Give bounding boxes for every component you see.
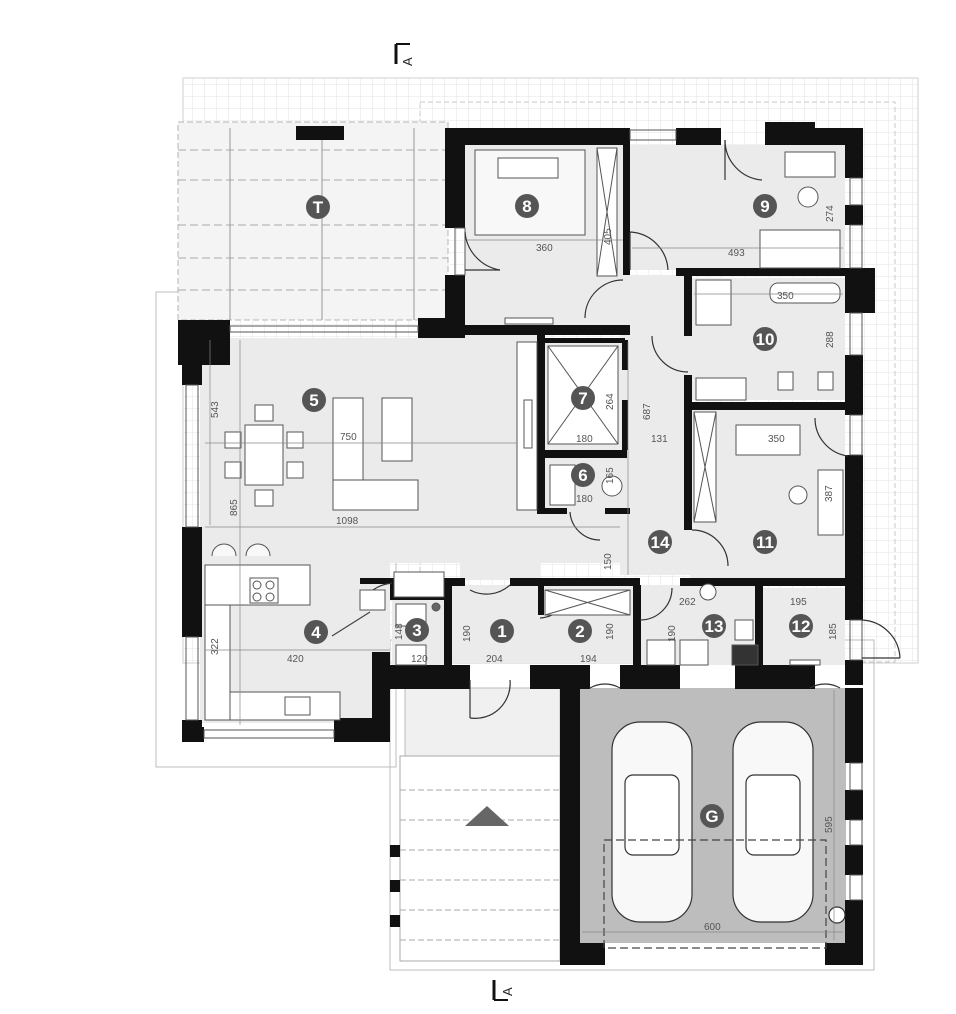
- bathtub-icon: [769, 282, 841, 304]
- svg-text:T: T: [313, 198, 324, 217]
- svg-text:A: A: [400, 57, 415, 66]
- room-label-6: 6: [571, 463, 595, 487]
- dimension-texts: 360 405 493 274 350 288 543 750 264 687 …: [210, 205, 839, 933]
- desk-icon: [817, 469, 844, 536]
- svg-text:3: 3: [412, 621, 421, 640]
- sink-icon: [784, 151, 836, 178]
- dim-262: 262: [679, 597, 696, 608]
- dryer-icon: [679, 639, 709, 666]
- section-marker-top: A: [394, 43, 415, 66]
- svg-text:1: 1: [497, 622, 506, 641]
- dim-204: 204: [486, 654, 503, 665]
- svg-text:14: 14: [651, 533, 670, 552]
- dining-table-icon: [244, 424, 284, 486]
- svg-text:4: 4: [311, 623, 321, 642]
- room-label-7: 7: [571, 386, 595, 410]
- dim-865: 865: [229, 499, 240, 516]
- washer-icon: [646, 639, 676, 666]
- dim-595: 595: [824, 816, 835, 833]
- dim-750: 750: [340, 432, 357, 443]
- dim-185: 185: [828, 623, 839, 640]
- svg-text:2: 2: [575, 622, 584, 641]
- dim-350-bath: 350: [777, 291, 794, 302]
- dim-350-sofa: 350: [768, 434, 785, 445]
- room-label-10: 10: [753, 327, 777, 351]
- svg-text:10: 10: [756, 330, 775, 349]
- room-label-9: 9: [753, 194, 777, 218]
- dim-288: 288: [825, 331, 836, 348]
- windows: [185, 129, 863, 901]
- sink-icon: [284, 696, 311, 716]
- svg-text:11: 11: [756, 533, 774, 552]
- svg-text:13: 13: [705, 617, 724, 636]
- dim-387: 387: [824, 485, 835, 502]
- dim-405: 405: [603, 228, 614, 245]
- svg-text:9: 9: [760, 197, 769, 216]
- dim-194: 194: [580, 654, 597, 665]
- bathtub-icon: [759, 229, 841, 269]
- dim-195: 195: [790, 597, 807, 608]
- room-labels: T 8 9 10 5 7 6 14 11 4 3 1 2 13 12 G: [302, 194, 813, 828]
- dim-180-a: 180: [576, 434, 593, 445]
- dim-493: 493: [728, 248, 745, 259]
- stool-icon: [211, 543, 237, 557]
- svg-text:G: G: [705, 807, 718, 826]
- svg-text:7: 7: [578, 389, 587, 408]
- dim-264: 264: [605, 393, 616, 410]
- room-label-14: 14: [648, 530, 672, 554]
- stair-direction-arrow-icon: [465, 806, 509, 826]
- dim-687: 687: [642, 403, 653, 420]
- furniture: [204, 147, 844, 721]
- dim-120: 120: [411, 654, 428, 665]
- svg-text:5: 5: [309, 391, 318, 410]
- entrance-stairs: [390, 687, 561, 962]
- dim-131: 131: [651, 434, 668, 445]
- dim-180-b: 180: [576, 494, 593, 505]
- dim-274: 274: [825, 205, 836, 222]
- svg-text:6: 6: [578, 466, 587, 485]
- terrace: [177, 121, 449, 321]
- dim-360: 360: [536, 243, 553, 254]
- dim-190-a: 190: [462, 625, 473, 642]
- coffee-table-icon: [381, 397, 413, 462]
- room-label-G: G: [700, 804, 724, 828]
- stool-icon: [245, 543, 271, 557]
- dim-150: 150: [603, 553, 614, 570]
- room-label-11: 11: [753, 530, 777, 554]
- dim-165: 165: [605, 467, 616, 484]
- room-label-2: 2: [568, 619, 592, 643]
- room-label-5: 5: [302, 388, 326, 412]
- walls: [178, 122, 875, 965]
- svg-text:A: A: [500, 987, 515, 996]
- svg-text:8: 8: [522, 197, 531, 216]
- toilet-icon: [797, 186, 819, 208]
- dim-190-b: 190: [605, 623, 616, 640]
- room-label-3: 3: [405, 618, 429, 642]
- dim-600: 600: [704, 922, 721, 933]
- room-label-13: 13: [702, 614, 726, 638]
- section-marker-bottom: A: [492, 980, 515, 1001]
- room-label-12: 12: [789, 614, 813, 638]
- boiler-icon: [731, 644, 759, 666]
- room-label-4: 4: [304, 620, 328, 644]
- dim-543: 543: [210, 401, 221, 418]
- dim-420: 420: [287, 654, 304, 665]
- sofa-icon: [735, 424, 801, 456]
- room-label-T: T: [306, 195, 330, 219]
- svg-text:12: 12: [792, 617, 811, 636]
- garage-cars: [603, 721, 846, 949]
- dim-1098: 1098: [336, 516, 359, 527]
- dim-322: 322: [210, 638, 221, 655]
- dim-190-c: 190: [667, 625, 678, 642]
- dim-148: 148: [394, 623, 405, 640]
- room-label-8: 8: [515, 194, 539, 218]
- room-label-1: 1: [490, 619, 514, 643]
- dimension-lines: [205, 239, 843, 940]
